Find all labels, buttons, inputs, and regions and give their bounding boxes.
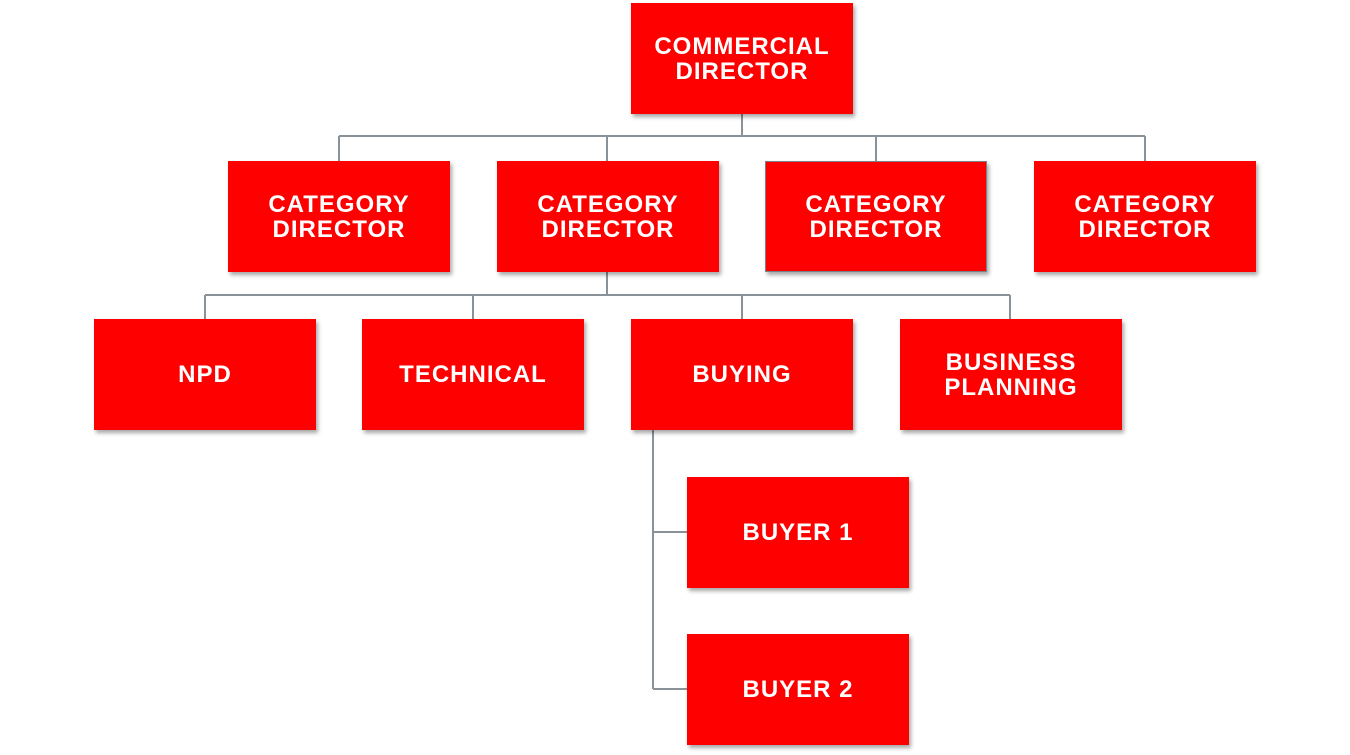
buying-label: BUYING (692, 361, 792, 388)
business-planning-box[interactable]: BUSINESS PLANNING (900, 319, 1122, 430)
commercial-director-label: COMMERCIAL DIRECTOR (654, 32, 830, 85)
buyer-1-box[interactable]: BUYER 1 (687, 477, 909, 588)
category-director-box-4[interactable]: CATEGORY DIRECTOR (1034, 161, 1256, 272)
category-director-label: CATEGORY DIRECTOR (537, 190, 679, 243)
category-director-label: CATEGORY DIRECTOR (268, 190, 410, 243)
category-director-box-1[interactable]: CATEGORY DIRECTOR (228, 161, 450, 272)
buyer-1-label: BUYER 1 (742, 519, 854, 546)
business-planning-label: BUSINESS PLANNING (944, 348, 1078, 401)
category-director-label: CATEGORY DIRECTOR (1074, 190, 1216, 243)
buyer-2-box[interactable]: BUYER 2 (687, 634, 909, 745)
buyer-2-label: BUYER 2 (742, 676, 854, 703)
npd-label: NPD (178, 361, 232, 388)
buying-box[interactable]: BUYING (631, 319, 853, 430)
technical-box[interactable]: TECHNICAL (362, 319, 584, 430)
commercial-director-box[interactable]: COMMERCIAL DIRECTOR (631, 3, 853, 114)
technical-label: TECHNICAL (399, 361, 547, 388)
category-director-label: CATEGORY DIRECTOR (805, 190, 947, 243)
category-director-box-3[interactable]: CATEGORY DIRECTOR (765, 161, 987, 272)
npd-box[interactable]: NPD (94, 319, 316, 430)
category-director-box-2[interactable]: CATEGORY DIRECTOR (497, 161, 719, 272)
